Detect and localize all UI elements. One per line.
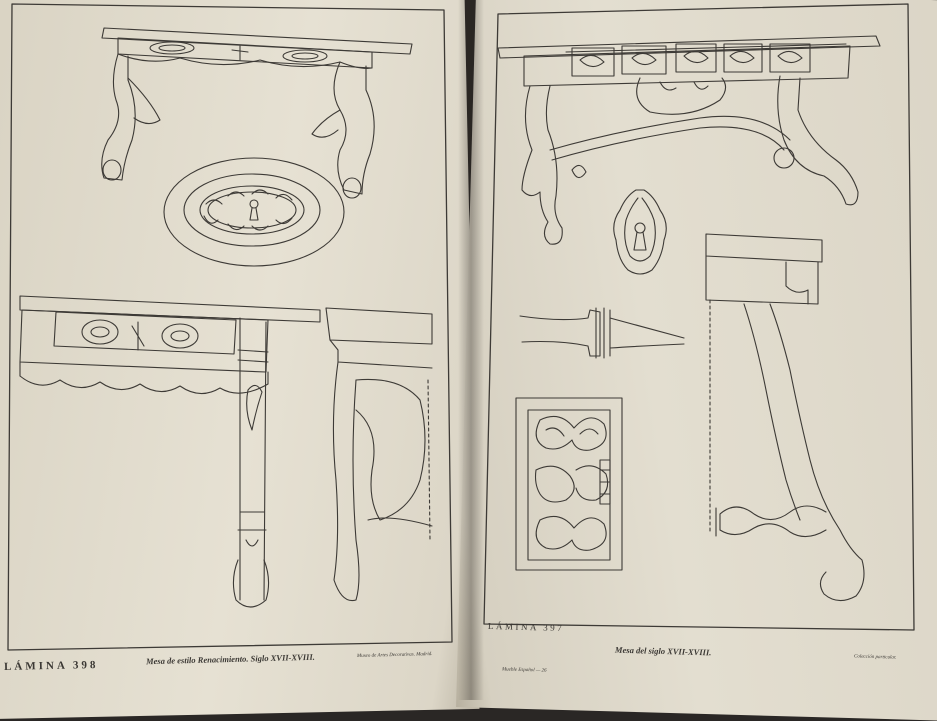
book-gutter (458, 0, 484, 700)
right-carved-panel (515, 397, 623, 571)
right-plate-frame (483, 3, 915, 631)
right-plate-label: LÁMINA 397 (487, 620, 565, 634)
left-plate-label: LÁMINA 398 (3, 659, 99, 673)
left-frieze-detail (19, 295, 321, 608)
left-oval-escutcheon (163, 157, 345, 267)
right-keyhole-escutcheon (613, 189, 667, 275)
right-side-leg (705, 233, 865, 602)
left-side-elevation (325, 307, 433, 602)
right-table-elevation (497, 35, 881, 245)
left-plate-frame (7, 3, 453, 651)
engraving-plates (7, 3, 915, 651)
left-table-elevation (101, 27, 413, 199)
right-turned-stretcher (519, 307, 685, 359)
